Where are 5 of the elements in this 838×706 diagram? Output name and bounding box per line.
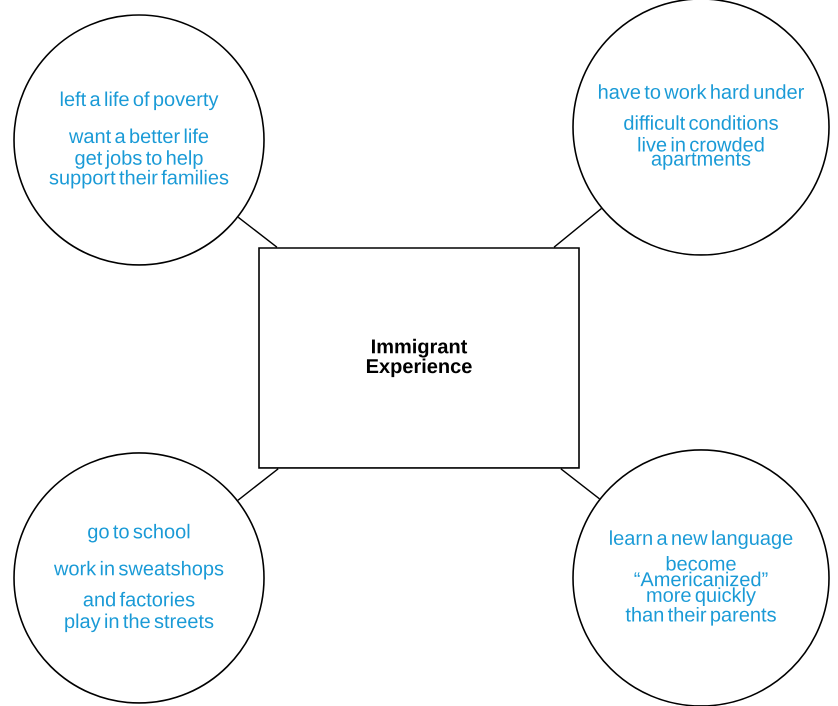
connector-line <box>238 468 279 501</box>
center-box: Immigrant Experience <box>258 247 580 469</box>
connector-line <box>560 468 600 500</box>
connector-line <box>554 208 602 248</box>
connector-line <box>238 216 278 248</box>
